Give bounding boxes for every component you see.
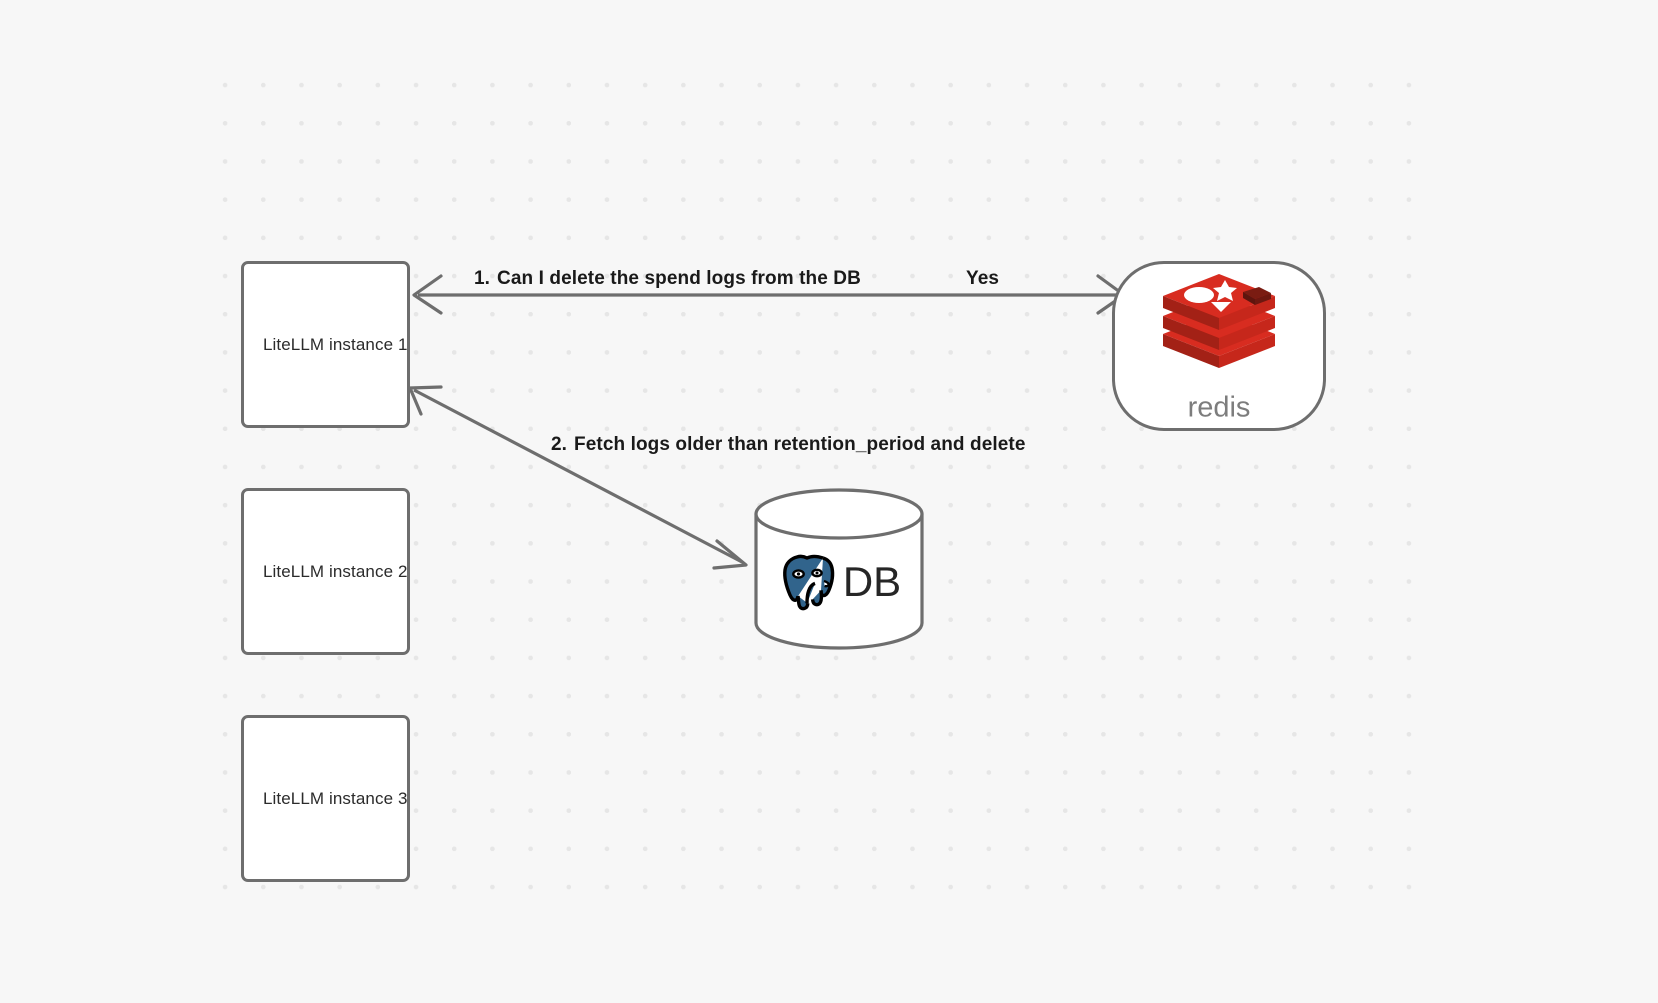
node-label: LiteLLM instance 3 [263,788,408,808]
node-litellm-instance-3[interactable]: LiteLLM instance 3 [241,715,410,882]
arrowhead-start [408,385,443,416]
svg-text:redis: redis [1188,392,1251,424]
edge-label-question: 1. Can I delete the spend logs from the D… [474,268,861,290]
redis-wordmark: redis [1188,392,1251,424]
edge-label-fetch: 2. Fetch logs older than retention_period… [551,434,1026,456]
edge-label-text: Can I delete the spend logs from the DB [497,268,861,289]
cylinder-shape [754,488,924,650]
edge-label-text-2: Fetch logs older than retention_period a… [574,434,1026,455]
node-litellm-instance-1[interactable]: LiteLLM instance 1 [241,261,410,428]
node-database[interactable]: DB [752,487,926,650]
node-label: LiteLLM instance 1 [263,334,408,354]
arrowhead-left [412,274,443,315]
node-litellm-instance-2[interactable]: LiteLLM instance 2 [241,488,410,655]
edge-label-answer: Yes [966,268,1000,289]
db-label: DB [842,557,902,605]
edge-instance1-db [408,385,748,570]
node-label: LiteLLM instance 2 [263,561,408,581]
edge-step-number: 1. [474,268,491,289]
arrowhead-end [712,539,748,570]
postgresql-elephant-icon [782,554,835,610]
node-redis[interactable]: redis [1112,261,1326,431]
edge-step-number-2: 2. [551,434,568,455]
redis-logo-icon [1163,274,1275,368]
